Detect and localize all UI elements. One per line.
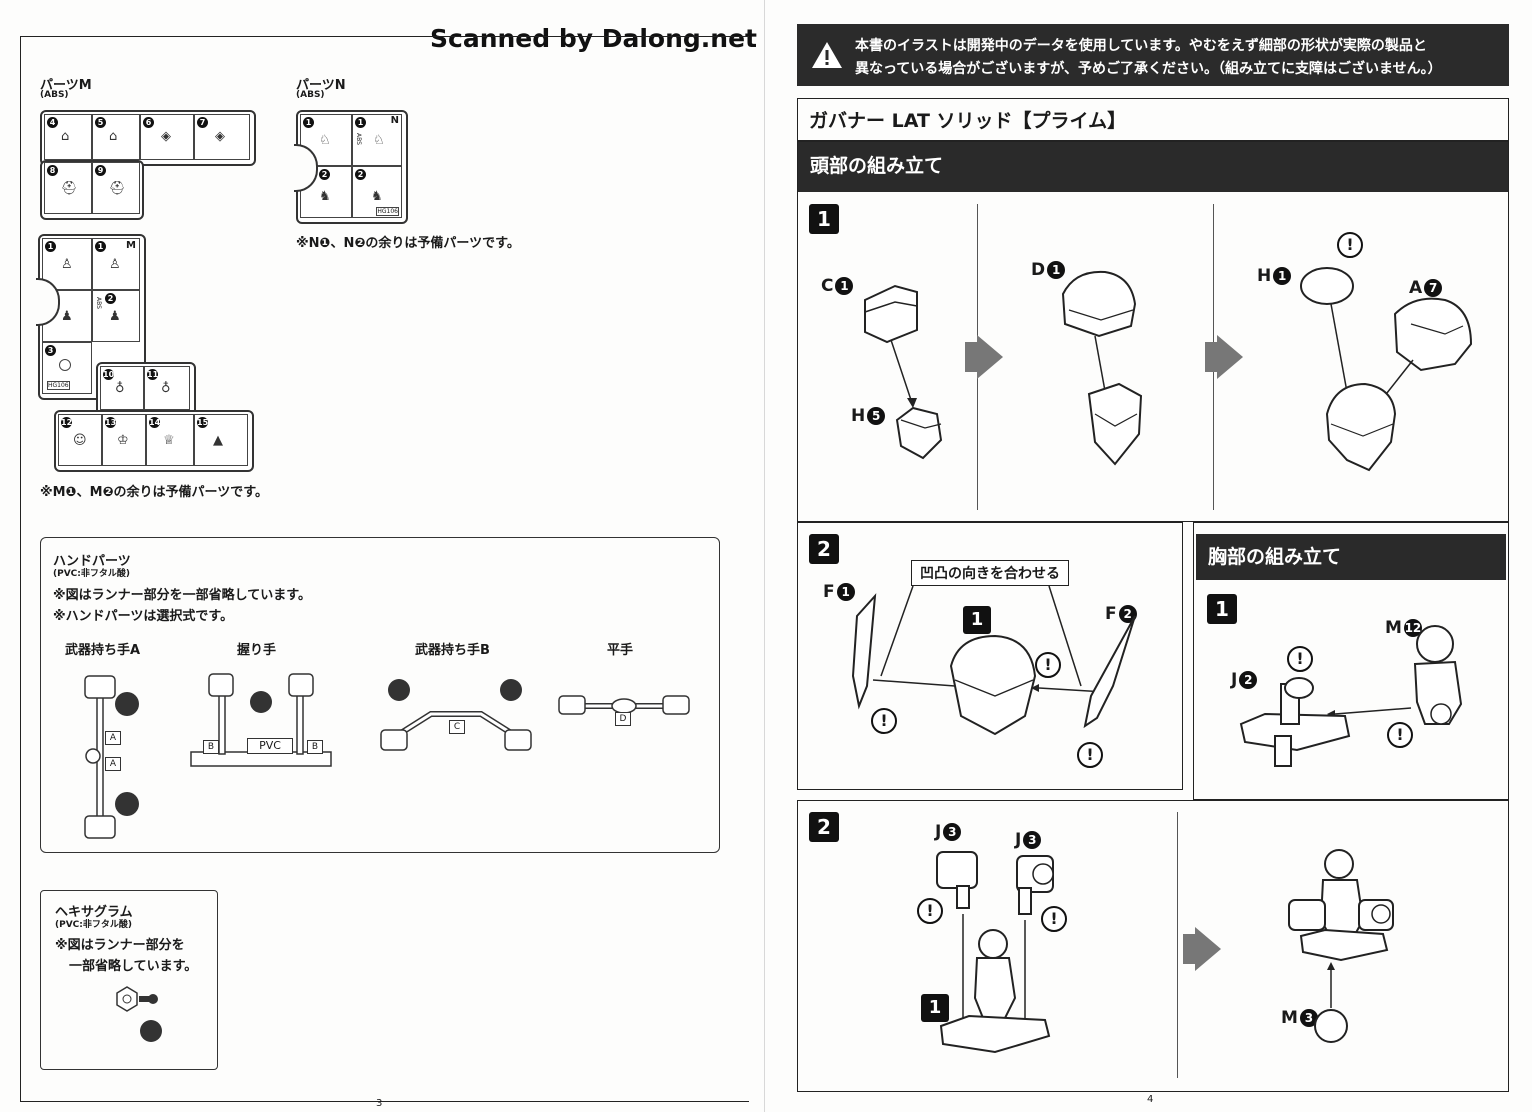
step-arrow-icon xyxy=(1195,927,1221,971)
caution-icon: ! xyxy=(1387,722,1413,748)
part-glyph-icon: ♘ xyxy=(373,133,385,148)
note-n-spares: ※N❶、N❷の余りは予備パーツです。 xyxy=(296,236,520,251)
part-glyph-icon: ♔ xyxy=(117,433,129,448)
hexagram-note-1: ※図はランナー部分を xyxy=(55,938,185,953)
hand-parts-title: ハンドパーツ xyxy=(53,554,131,569)
caution-icon: ! xyxy=(917,898,943,924)
part-glyph-icon: ♟ xyxy=(61,309,73,324)
chest-frame xyxy=(1193,522,1509,800)
hand-parts-note-1: ※図はランナー部分を一部省略しています。 xyxy=(53,588,311,603)
step-2-head: 2 xyxy=(809,534,839,564)
part-glyph-icon: ♁ xyxy=(161,381,171,396)
head-part-d-illustration xyxy=(1061,270,1143,466)
hand-type-open: 平手 xyxy=(607,643,634,658)
hand-type-weapon-a: 武器持ち手A xyxy=(65,643,141,658)
watermark: Scanned by Dalong.net xyxy=(430,24,758,53)
step-2-chest: 2 xyxy=(809,812,839,842)
hexagram-title: ヘキサグラム xyxy=(55,905,133,920)
page-number-right: 4 xyxy=(1147,1094,1154,1105)
chest-step-2-illustration xyxy=(936,851,1054,1054)
part-glyph-icon: ☺ xyxy=(73,433,87,448)
hand-a-illustration xyxy=(84,675,139,839)
part-glyph-icon: ♟ xyxy=(109,309,121,324)
part-glyph-icon: ⛑ xyxy=(61,181,78,196)
head-part-h-a-illustration xyxy=(1300,267,1473,472)
part-glyph-icon: ⛑ xyxy=(109,181,126,196)
step-1-ref: 1 xyxy=(963,606,991,634)
step-1-chest: 1 xyxy=(1207,594,1237,624)
chest-step-2-frame xyxy=(797,800,1509,1092)
part-glyph-icon: ▲ xyxy=(213,433,223,448)
step-arrow-icon xyxy=(1217,335,1243,379)
part-glyph-icon: ◈ xyxy=(161,129,171,144)
caution-icon: ! xyxy=(1041,906,1067,932)
hand-parts-note-2: ※ハンドパーツは選択式です。 xyxy=(53,609,234,624)
chest-step-1-illustration xyxy=(1239,625,1463,767)
part-glyph-icon: ♙ xyxy=(109,257,121,272)
warning-triangle-icon xyxy=(812,42,842,68)
step-arrow-icon xyxy=(977,335,1003,379)
warning-banner: 本書のイラストは開発中のデータを使用しています。やむをえず細部の形状が実際の製品… xyxy=(797,24,1509,86)
note-m-spares: ※M❶、M❷の余りは予備パーツです。 xyxy=(40,485,268,500)
hand-parts-box: ハンドパーツ (PVC:非フタル酸) ※図はランナー部分を一部省略しています。 … xyxy=(40,537,720,853)
caution-icon: ! xyxy=(1287,646,1313,672)
parts-m-title: パーツM xyxy=(40,78,92,93)
hand-b-illustration xyxy=(380,679,532,751)
head-fins-illustration xyxy=(851,585,1136,736)
part-glyph-icon: ♞ xyxy=(371,189,383,204)
hexagram-box: ヘキサグラム (PVC:非フタル酸) ※図はランナー部分を 一部省略しています。 xyxy=(40,890,218,1070)
part-glyph-icon: ♘ xyxy=(319,133,331,148)
hand-type-weapon-b: 武器持ち手B xyxy=(415,643,490,658)
chest-section-header: 胸部の組み立て xyxy=(1196,534,1506,580)
product-title: ガバナー LAT ソリッド【プライム】 xyxy=(809,110,1127,132)
part-glyph-icon: ♁ xyxy=(115,381,125,396)
caution-icon: ! xyxy=(1035,652,1061,678)
parts-m-material: (ABS) xyxy=(40,90,69,100)
alignment-callout: 凹凸の向きを合わせる xyxy=(911,560,1069,586)
part-glyph-icon: ⌂ xyxy=(61,129,70,144)
step-1-head: 1 xyxy=(809,204,839,234)
right-page: 本書のイラストは開発中のデータを使用しています。やむをえず細部の形状が実際の製品… xyxy=(765,0,1532,1112)
page-number-left: 3 xyxy=(376,1098,383,1109)
warning-line-2: 異なっている場合がございますが、予めご了承ください。（組み立てに支障はございませ… xyxy=(855,61,1442,77)
hexagram-material: (PVC:非フタル酸) xyxy=(55,920,132,930)
parts-n-material: (ABS) xyxy=(296,90,325,100)
left-page-frame xyxy=(20,36,749,1102)
caution-icon: ! xyxy=(1337,232,1363,258)
hand-parts-material: (PVC:非フタル酸) xyxy=(53,569,130,579)
part-glyph-icon: ♞ xyxy=(319,189,331,204)
part-glyph-icon: ♙ xyxy=(61,257,73,272)
step-1-ref: 1 xyxy=(921,994,949,1022)
hexagram-illustration xyxy=(116,986,162,1042)
part-glyph-icon: ⌂ xyxy=(109,129,118,144)
head-frame xyxy=(797,98,1509,522)
parts-n-title: パーツN xyxy=(296,78,346,93)
part-glyph-icon: ♕ xyxy=(163,433,175,448)
hand-open-illustration xyxy=(558,695,690,715)
caution-icon: ! xyxy=(1077,742,1103,768)
warning-line-1: 本書のイラストは開発中のデータを使用しています。やむをえず細部の形状が実際の製品… xyxy=(855,38,1427,54)
chest-assembled-illustration xyxy=(1288,849,1394,1043)
part-glyph-icon: ◈ xyxy=(215,129,225,144)
head-step-2-frame xyxy=(797,522,1183,790)
hexagram-note-2: 一部省略しています。 xyxy=(69,959,198,974)
head-section-header: 頭部の組み立て xyxy=(798,142,1508,192)
head-part-c-h-illustration xyxy=(864,284,943,460)
caution-icon: ! xyxy=(871,708,897,734)
hand-type-fist: 握り手 xyxy=(237,643,277,658)
hand-fist-illustration xyxy=(190,673,332,767)
left-page: Scanned by Dalong.net パーツM (ABS) パーツN (A… xyxy=(0,0,765,1112)
